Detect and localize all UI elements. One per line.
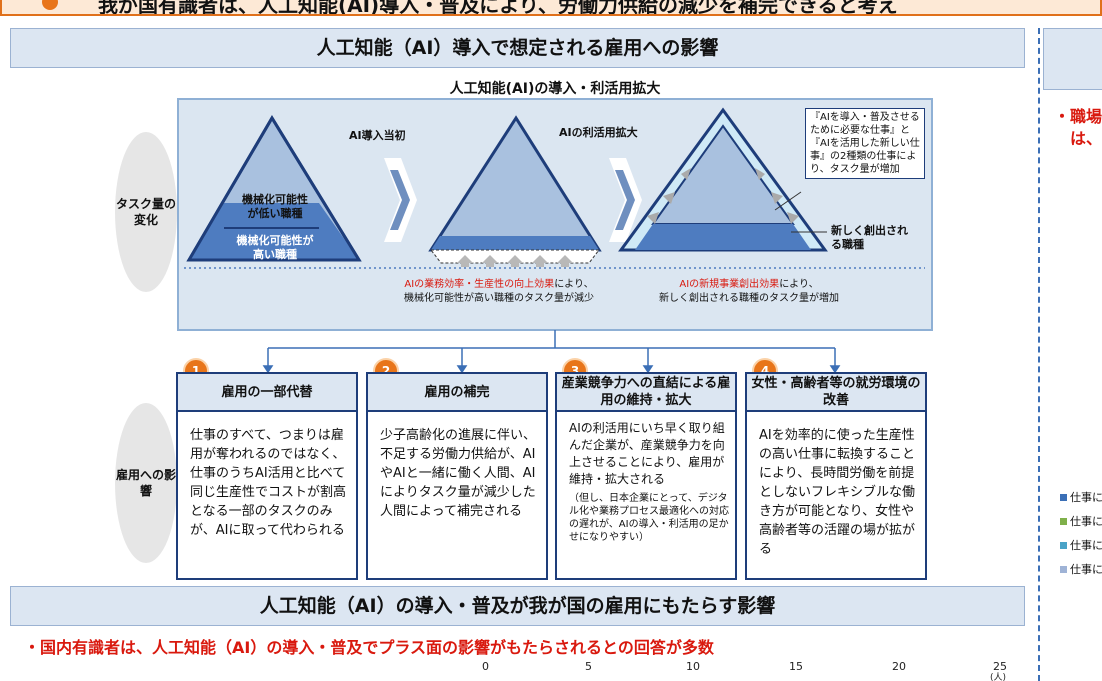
stage-2-label: AIの利活用拡大: [559, 126, 638, 139]
effect-note-1-red: AIの業務効率・生産性の向上効果: [404, 279, 555, 290]
axis-tick: 20: [892, 660, 906, 673]
effect-note-2: AIの新規事業創出効果により、 新しく創出される職種のタスク量が増加: [659, 279, 839, 304]
impact-note-3: （但し、日本企業にとって、デジタル化や業務プロセス最適化への対応の遅れが、AIの…: [569, 493, 729, 543]
axis-unit: (人): [990, 673, 1007, 681]
impact-column-2: 雇用の補完 少子高齢化の進展に伴い、不足する労働力供給が、AIやAIと一緒に働く…: [366, 372, 548, 580]
chevron-right-icon: [384, 158, 417, 242]
new-job-label: 新しく創出される職種: [831, 224, 908, 251]
diagram-title: 人工知能(AI)の導入・利活用拡大: [449, 81, 661, 97]
right-panel: [1038, 28, 1102, 681]
bullet-icon: [42, 0, 58, 10]
pyramid-1-lower: [189, 203, 359, 260]
axis-tick: 15: [789, 660, 803, 673]
legend-item: 仕事に: [1060, 513, 1102, 529]
diagram-box: 機械化可能性が低い職種 機械化可能性が高い職種 AI導入当初 AIの利活用拡大 …: [177, 98, 933, 331]
task-change-label: タスク量の変化: [115, 132, 177, 292]
summary-note: ・国内有識者は、人工知能（AI）の導入・普及でプラス面の影響がもたらされるとの回…: [24, 638, 714, 657]
connector-lines: [262, 330, 841, 374]
outward-arrows-icon: [647, 168, 799, 224]
upper-job-label: 機械化可能性が低い職種: [242, 193, 308, 220]
impact-column-4: 女性・高齢者等の就労環境の改善 AIを効率的に使った生産性の高い仕事に転換するこ…: [745, 372, 927, 580]
impact-column-1: 雇用の一部代替 仕事のすべて、つまりは雇用が奪われるのではなく、仕事のうちAI活…: [176, 372, 358, 580]
lower-job-label: 機械化可能性が高い職種: [236, 234, 314, 261]
effect-note-2-line2: 新しく創出される職種のタスク量が増加: [659, 293, 839, 304]
impact-title-3: 産業競争力への直結による雇用の維持・拡大: [557, 374, 735, 412]
legend-item: 仕事に: [1060, 537, 1102, 553]
right-panel-header: [1043, 28, 1102, 90]
axis-tick: 10: [686, 660, 700, 673]
effect-note-1-line2: 機械化可能性が高い職種のタスク量が減少: [404, 293, 594, 304]
section-header-1: 人工知能（AI）導入で想定される雇用への影響: [10, 28, 1025, 68]
impact-title-2: 雇用の補完: [368, 374, 546, 412]
banner-text: 我が国有識者は、人工知能(AI)導入・普及により、労働力供給の減少を補完できると…: [98, 0, 898, 16]
impact-body-1: 仕事のすべて、つまりは雇用が奪われるのではなく、仕事のうちAI活用と比べて同じ生…: [190, 428, 347, 538]
callout-box: 『AIを導入・普及させるために必要な仕事』と『AIを活用した新しい仕事』の2種類…: [805, 108, 925, 179]
right-panel-text: ・職場 は、: [1054, 107, 1102, 148]
impact-body-2: 少子高齢化の進展に伴い、不足する労働力供給が、AIやAIと一緒に働く人間、AIに…: [380, 428, 537, 519]
impact-column-3: 産業競争力への直結による雇用の維持・拡大 AIの利活用にいち早く取り組んだ企業が…: [555, 372, 737, 580]
axis-tick: 5: [585, 660, 592, 673]
top-banner: 我が国有識者は、人工知能(AI)導入・普及により、労働力供給の減少を補完できると…: [0, 0, 1102, 16]
stage-1-label: AI導入当初: [349, 129, 406, 142]
effect-note-1: AIの業務効率・生産性の向上効果により、 機械化可能性が高い職種のタスク量が減少: [404, 279, 594, 304]
impact-title-4: 女性・高齢者等の就労環境の改善: [747, 374, 925, 412]
impact-body-4: AIを効率的に使った生産性の高い仕事に転換することにより、長時間労働を前提としな…: [759, 428, 916, 557]
employment-impact-label: 雇用への影響: [115, 403, 177, 563]
impact-title-1: 雇用の一部代替: [178, 374, 356, 412]
axis-tick: 25: [993, 660, 1007, 673]
axis-tick: 0: [482, 660, 489, 673]
impact-body-3: AIの利活用にいち早く取り組んだ企業が、産業競争力を向上させることにより、雇用が…: [569, 421, 725, 486]
legend-item: 仕事に: [1060, 489, 1102, 505]
legend-item: 仕事に: [1060, 561, 1102, 577]
effect-note-2-red: AIの新規事業創出効果: [679, 279, 780, 290]
section-header-2: 人工知能（AI）の導入・普及が我が国の雇用にもたらす影響: [10, 586, 1025, 626]
pyramid-diagram: [184, 107, 925, 269]
chevron-right-icon: [609, 158, 642, 242]
up-arrows-icon: [457, 255, 573, 267]
